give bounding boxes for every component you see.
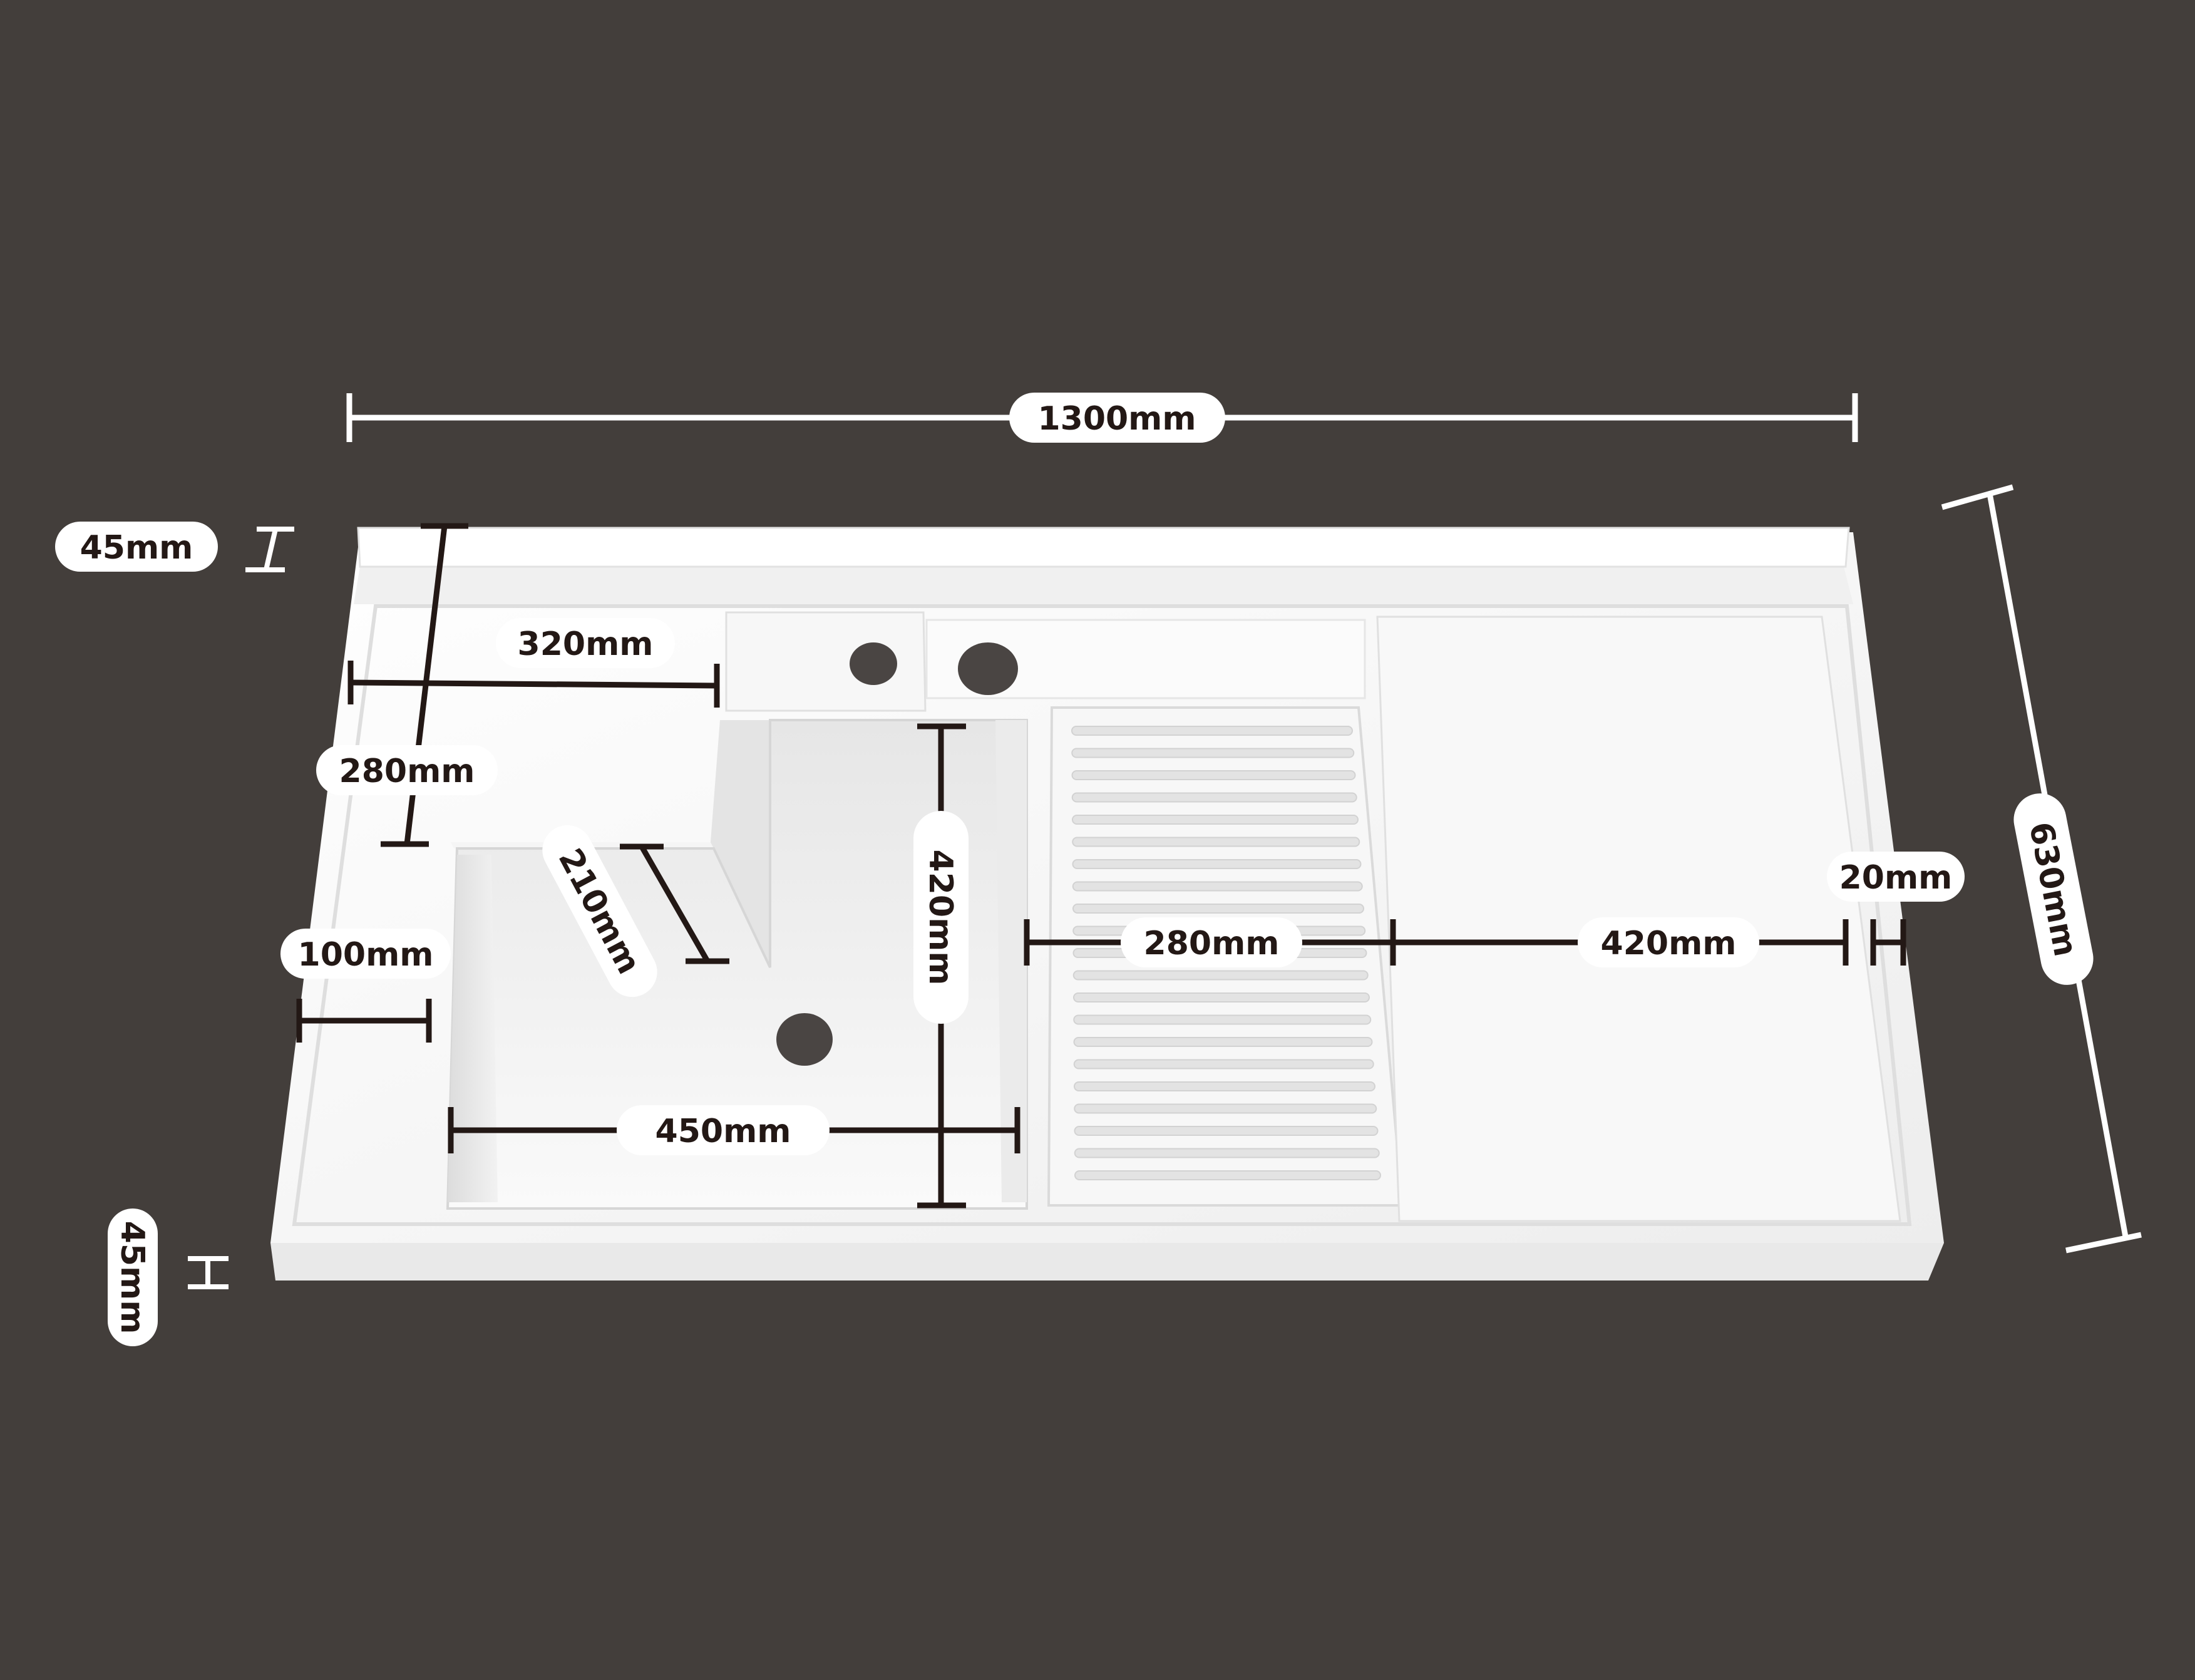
dim-shelf-width-label: 320mm [518,626,654,663]
tap-hole-right [958,642,1018,695]
dim-drainboard-width: 420mm [1393,917,1849,967]
washboard-rib [1072,881,1363,892]
dim-overall-width: 1300mm [346,393,1858,443]
dim-shelf-depth: 280mm [316,523,498,847]
backsplash-front [354,567,1853,604]
dim-overall-width-label: 1300mm [1037,400,1196,438]
dim-backsplash-height: 45mm [55,522,294,572]
basin-drain-hole [776,1013,833,1066]
dim-shelf-width-pill [496,618,675,668]
dim-front-edge-height-label: 45mm [113,1221,151,1334]
dim-backsplash-height-pill [55,522,218,572]
washboard-rib [1073,1059,1374,1069]
washboard-rib [1072,904,1364,914]
washboard-rib [1071,726,1353,736]
dim-step-depth-pill [542,825,657,997]
tap-deck [725,611,1366,712]
dim-basin-width-pill [617,1105,830,1155]
washboard-rib [1071,770,1356,780]
washboard-rib [1074,1170,1381,1180]
washboard-rib [1072,837,1360,847]
tap-hole-left [850,642,897,685]
dim-front-edge-height: 45mm [108,1208,229,1346]
dim-overall-width-pill [1009,393,1225,443]
backsplash-top [357,527,1850,568]
dim-basin-width: 450mm [448,1105,1020,1155]
dim-overall-depth: 630mm [1941,484,2142,1254]
washboard-rib [1072,859,1362,869]
front-edge [270,1243,1944,1281]
dim-drainboard-width-label: 420mm [1601,925,1737,962]
dim-basin-depth-pill [913,811,969,1024]
dim-backsplash-height-label: 45mm [80,529,193,567]
washboard-rib [1072,970,1369,981]
dim-washboard-width-label: 280mm [1144,925,1280,962]
washboard-rib [1074,1126,1379,1136]
washboard-rib [1072,815,1359,825]
washboard-rib [1073,992,1370,1002]
dim-rim-width: 20mm [1827,852,1965,966]
dim-left-margin-pill [280,929,451,979]
dim-basin-depth: 420mm [913,723,969,1208]
basin [446,719,1028,1210]
dim-shelf-depth-label: 280mm [339,753,475,790]
dim-basin-width-label: 450mm [655,1113,791,1150]
dim-left-margin: 100mm [280,929,451,1043]
dim-shelf-depth-pill [316,745,498,795]
washboard-rib [1073,1014,1372,1025]
washboard-rib [1074,1148,1380,1158]
washboard-rib [1073,1037,1373,1047]
dim-overall-depth-pill [2013,793,2094,985]
washboard-rib [1074,1081,1375,1091]
dim-rim-width-label: 20mm [1839,859,1953,897]
dim-washboard-width-pill [1121,917,1302,967]
dim-left-margin-label: 100mm [298,936,434,974]
dim-front-edge-height-pill [108,1208,158,1346]
washboard-rib [1071,748,1355,758]
dim-drainboard-width-pill [1578,917,1759,967]
dim-washboard-width: 280mm [1024,917,1396,967]
washboard-rib [1071,792,1357,803]
dim-rim-width-pill [1827,852,1965,902]
dim-shelf-width: 320mm [347,618,720,708]
dim-basin-depth-label: 420mm [922,850,959,986]
washboard-rib [1074,1103,1377,1114]
